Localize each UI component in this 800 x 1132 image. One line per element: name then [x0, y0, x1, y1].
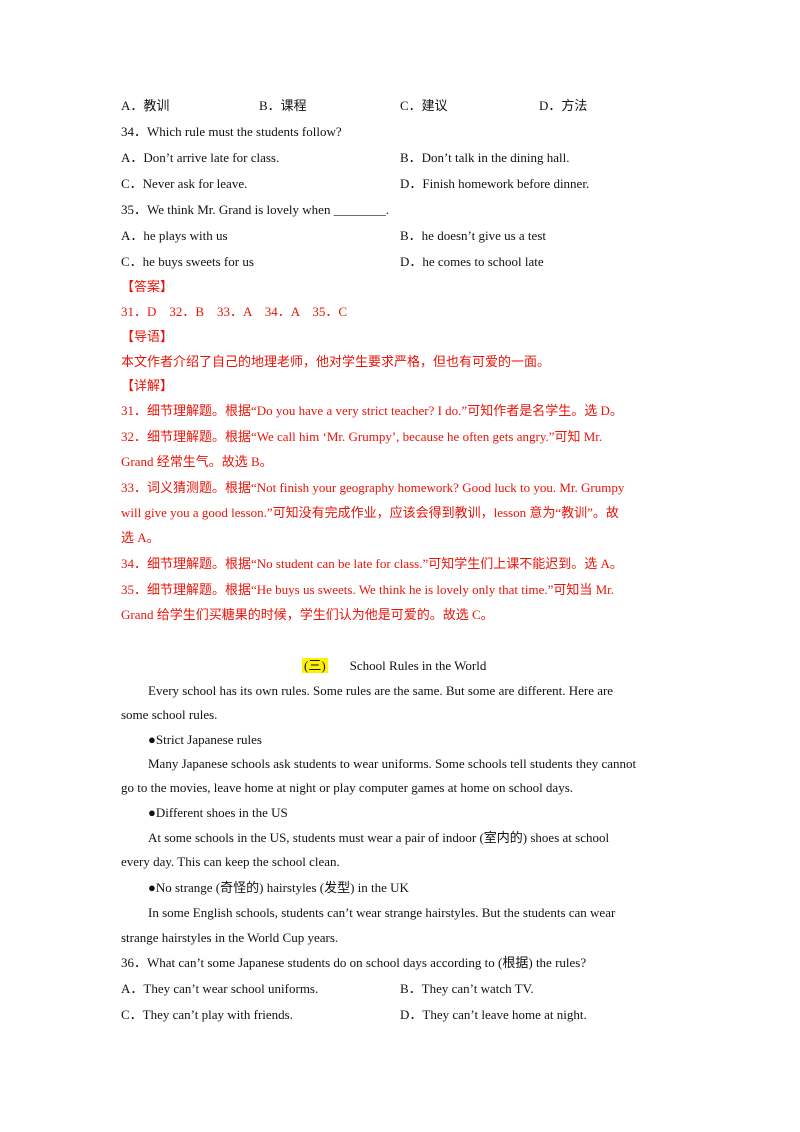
guide-text: 本文作者介绍了自己的地理老师，他对学生要求严格，但也有可爱的一面。 — [121, 354, 551, 369]
q35-option-c: C．he buys sweets for us — [121, 254, 254, 269]
passage-title: School Rules in the World — [349, 658, 487, 673]
q36-option-b: B．They can’t watch TV. — [400, 981, 534, 996]
detail-line: Grand 给学生们买糖果的时候，学生们认为他是可爱的。故选 C。 — [121, 607, 494, 622]
q36-option-d: D．They can’t leave home at night. — [400, 1007, 587, 1022]
passage-subheading: ●Strict Japanese rules — [148, 732, 262, 747]
q36-option-a: A．They can’t wear school uniforms. — [121, 981, 319, 996]
passage-line: every day. This can keep the school clea… — [121, 854, 340, 869]
q34-option-b: B．Don’t talk in the dining hall. — [400, 150, 570, 165]
detail-line: 32．细节理解题。根据“We call him ‘Mr. Grumpy’, be… — [121, 429, 603, 444]
q35-option-b: B．he doesn’t give us a test — [400, 228, 546, 243]
passage-line: go to the movies, leave home at night or… — [121, 780, 574, 795]
q35-option-d: D．he comes to school late — [400, 254, 544, 269]
q33-option-b: B．课程 — [259, 98, 307, 113]
passage-line: In some English schools, students can’t … — [148, 905, 616, 920]
passage-line: strange hairstyles in the World Cup year… — [121, 930, 339, 945]
passage-title-row: (三) School Rules in the World — [302, 658, 486, 674]
q36-option-c: C．They can’t play with friends. — [121, 1007, 293, 1022]
detail-line: 33．词义猜测题。根据“Not finish your geography ho… — [121, 480, 625, 495]
detail-line: 31．细节理解题。根据“Do you have a very strict te… — [121, 403, 623, 418]
q33-options: A．教训 B．课程 C．建议 D．方法 — [121, 98, 587, 114]
passage-line: Many Japanese schools ask students to we… — [148, 756, 637, 771]
q33-option-c: C．建议 — [400, 98, 448, 113]
q34-option-a: A．Don’t arrive late for class. — [121, 150, 280, 165]
passage-line: At some schools in the US, students must… — [148, 830, 610, 845]
q34-option-c: C．Never ask for leave. — [121, 176, 248, 191]
q35-option-a: A．he plays with us — [121, 228, 228, 243]
detail-line: will give you a good lesson.”可知没有完成作业，应该… — [121, 505, 619, 520]
detail-line: 35．细节理解题。根据“He buys us sweets. We think … — [121, 582, 615, 597]
q36-stem: 36．What can’t some Japanese students do … — [121, 955, 587, 970]
section-mark: (三) — [302, 658, 328, 673]
q34-option-d: D．Finish homework before dinner. — [400, 176, 590, 191]
detail-line: Grand 经常生气。故选 B。 — [121, 454, 273, 469]
detail-line: 选 A。 — [121, 530, 160, 545]
q35-stem: 35．We think Mr. Grand is lovely when ___… — [121, 202, 389, 217]
detail-heading: 【详解】 — [121, 378, 174, 393]
guide-heading: 【导语】 — [121, 329, 174, 344]
q33-option-a: A．教训 — [121, 98, 170, 113]
passage-line: some school rules. — [121, 707, 218, 722]
passage-line: Every school has its own rules. Some rul… — [148, 683, 614, 698]
q34-stem: 34．Which rule must the students follow? — [121, 124, 342, 139]
q33-option-d: D．方法 — [539, 98, 588, 113]
answer-text: 31．D 32．B 33．A 34．A 35．C — [121, 304, 348, 319]
detail-line: 34．细节理解题。根据“No student can be late for c… — [121, 556, 623, 571]
passage-subheading: ●No strange (奇怪的) hairstyles (发型) in the… — [148, 880, 409, 895]
passage-subheading: ●Different shoes in the US — [148, 805, 288, 820]
answer-heading: 【答案】 — [121, 279, 174, 294]
